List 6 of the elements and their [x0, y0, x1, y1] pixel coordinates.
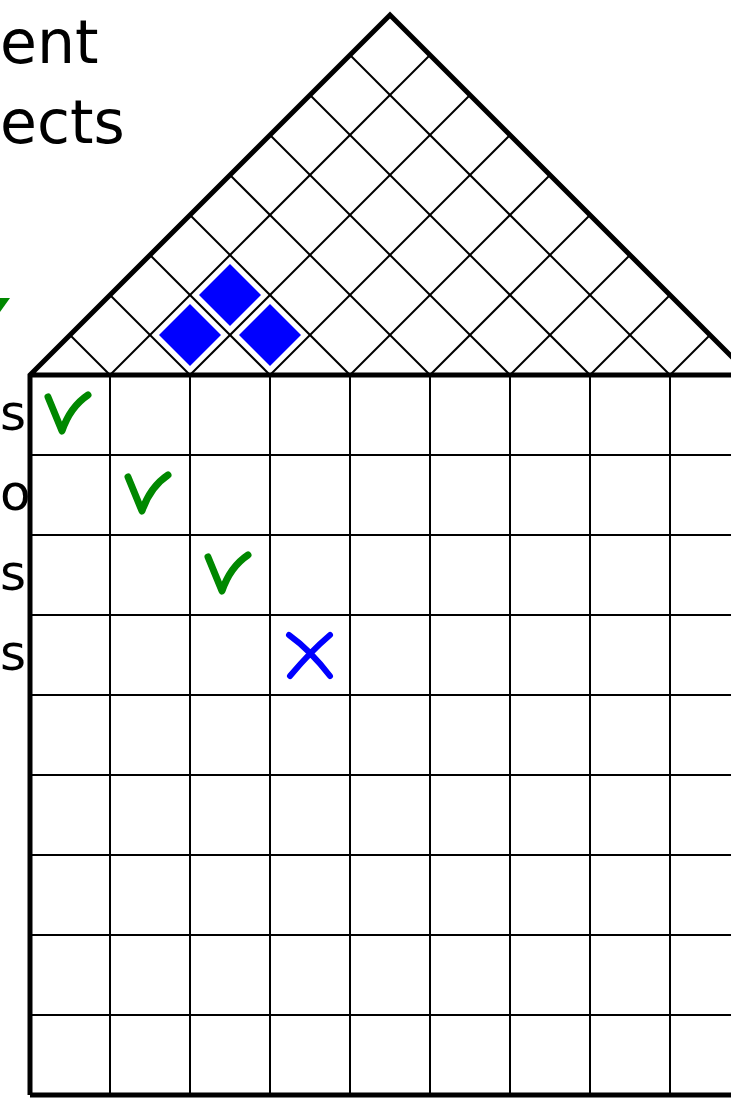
heading-text-fragment: ects — [0, 92, 125, 152]
heading-text-fragment: s — [0, 628, 27, 678]
heading-text-fragment: s — [0, 548, 27, 598]
heading-text-fragment: o — [0, 468, 31, 518]
heading-text-fragment: s — [0, 388, 27, 438]
heading-text-fragment: ent — [0, 12, 99, 72]
